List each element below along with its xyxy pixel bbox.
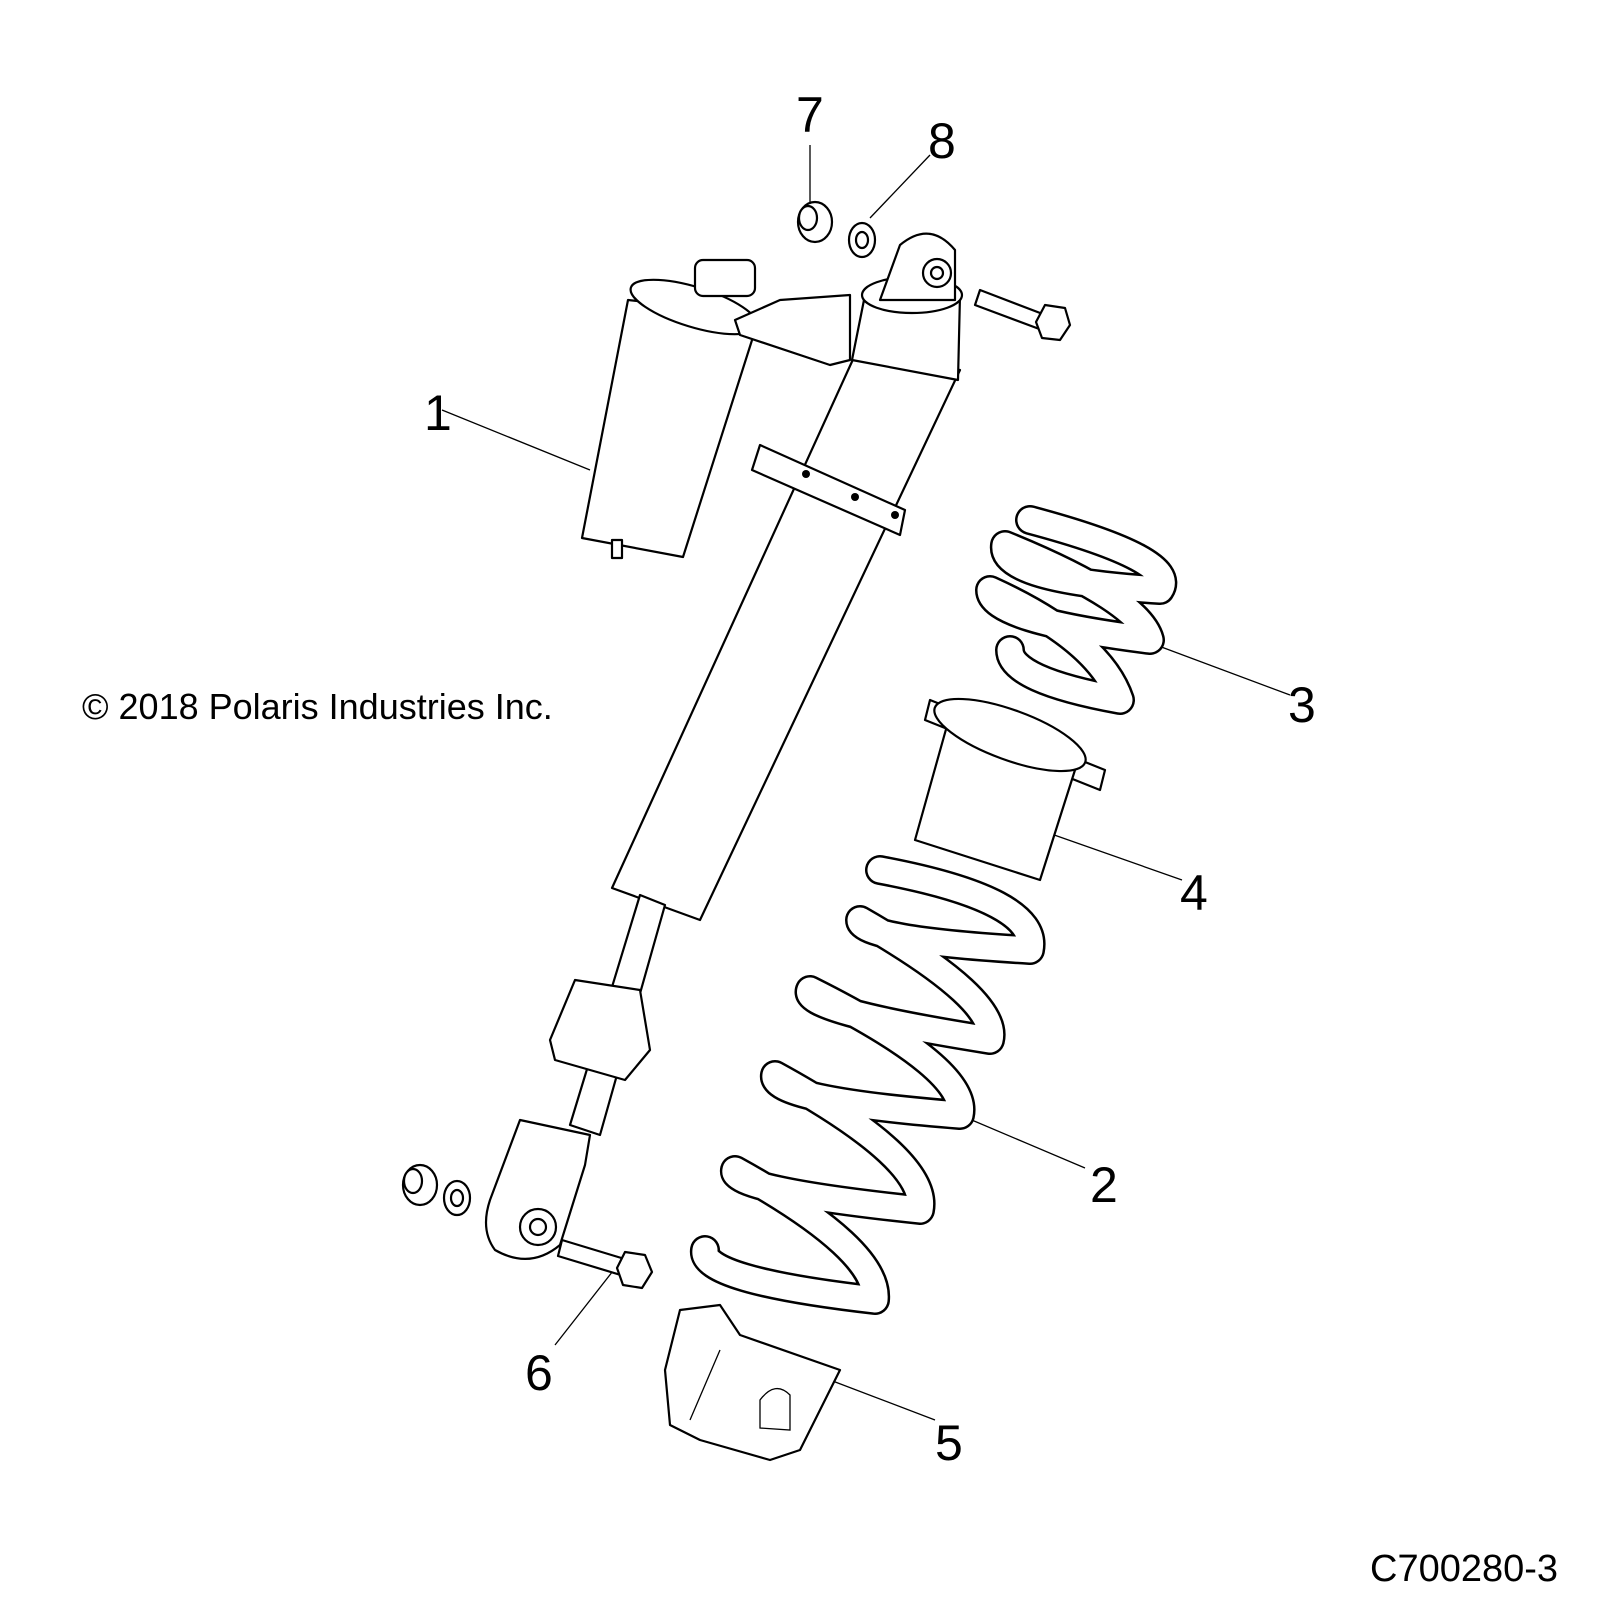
callout-6: 6 [525,1345,553,1401]
leader-2 [959,1114,1086,1169]
upper-spring [975,505,1178,715]
lower-bolt [556,1238,654,1290]
leader-6 [554,1261,621,1346]
callout-1: 1 [424,385,452,441]
upper-nut [796,200,834,244]
callout-8: 8 [928,113,956,169]
lower-washer [442,1179,472,1217]
copyright-notice: © 2018 Polaris Industries Inc. [82,686,553,727]
lower-nut [401,1163,439,1207]
leader-1 [441,409,591,471]
leader-lines [441,145,1291,1421]
leader-4 [1039,829,1183,881]
reservoir-bridge [733,293,852,367]
leader-5 [829,1379,936,1421]
drawing-code: C700280-3 [1370,1548,1559,1590]
callout-7: 7 [796,87,824,143]
callout-3: 3 [1288,677,1316,733]
leader-8 [869,154,931,219]
callout-5: 5 [935,1415,963,1471]
spring-adapter [913,697,1107,882]
shock-body [610,232,964,922]
upper-washer [847,221,877,259]
lower-spring-seat [663,1303,842,1462]
upper-bolt [973,288,1072,342]
leader-3 [1147,641,1291,696]
lower-eyelet [484,1118,592,1260]
bump-stop [548,978,652,1082]
callout-4: 4 [1180,865,1208,921]
callout-2: 2 [1090,1157,1118,1213]
reservoir-valve [610,538,624,560]
main-spring [690,855,1046,1315]
reservoir [580,258,762,560]
reservoir-cap [693,258,757,298]
preload-collar [750,443,907,537]
